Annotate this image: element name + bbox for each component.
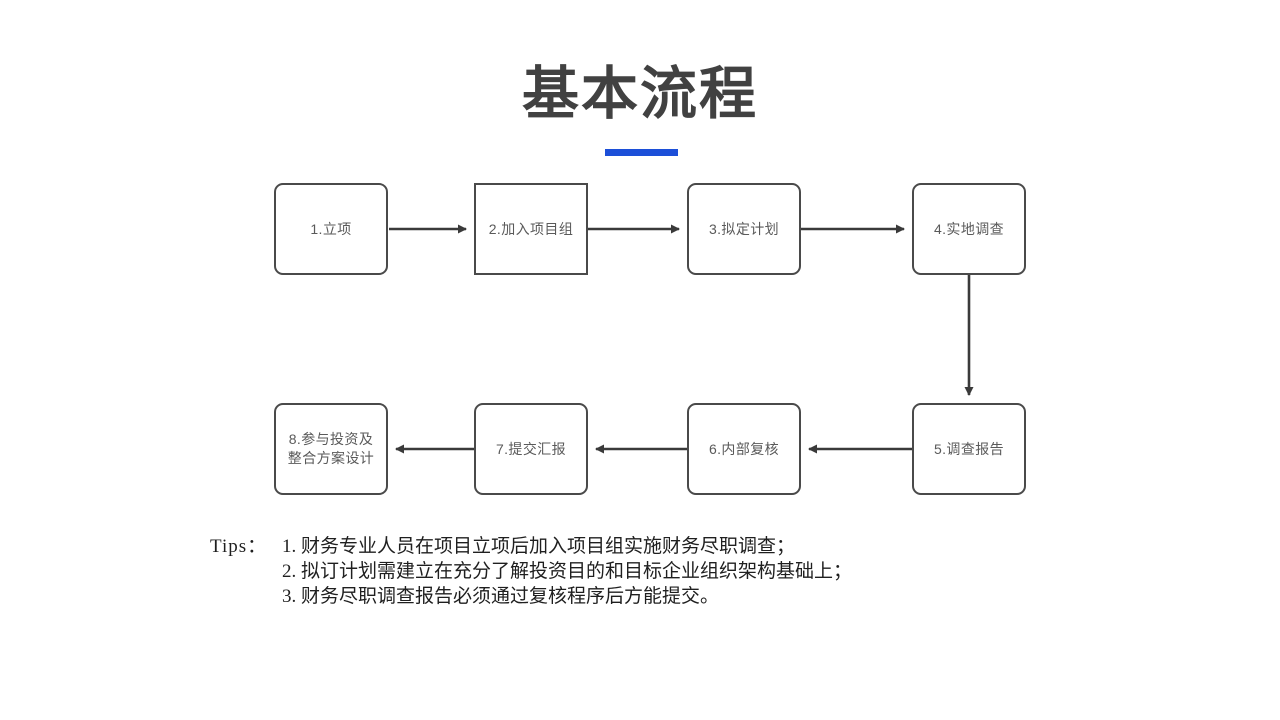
flow-node-label: 8.参与投资及整合方案设计 — [287, 431, 375, 466]
flow-node-step-5[interactable]: 5.调查报告 — [912, 403, 1026, 495]
flow-node-label: 7.提交汇报 — [495, 440, 567, 457]
flow-node-label: 5.调查报告 — [933, 440, 1005, 457]
tips-lead-label: Tips： — [210, 536, 268, 557]
page-title: 基本流程 — [522, 62, 758, 126]
flow-node-step-2[interactable]: 2.加入项目组 — [474, 183, 588, 275]
flow-node-step-1[interactable]: 1.立项 — [274, 183, 388, 275]
flow-node-step-7[interactable]: 7.提交汇报 — [474, 403, 588, 495]
flow-node-step-6[interactable]: 6.内部复核 — [687, 403, 801, 495]
tips-item-2: 2. 拟订计划需建立在充分了解投资目的和目标企业组织架构基础上； — [282, 561, 853, 582]
tips-line: Tips：2. 拟订计划需建立在充分了解投资目的和目标企业组织架构基础上； — [210, 559, 852, 584]
flow-node-label: 3.拟定计划 — [708, 220, 780, 237]
tips-item-1: 1. 财务专业人员在项目立项后加入项目组实施财务尽职调查； — [282, 536, 796, 557]
flow-node-label: 6.内部复核 — [708, 440, 780, 457]
title-accent-bar — [605, 149, 678, 156]
flow-node-label: 4.实地调查 — [933, 220, 1005, 237]
flow-node-step-8[interactable]: 8.参与投资及整合方案设计 — [274, 403, 388, 495]
tips-item-3: 3. 财务尽职调查报告必须通过复核程序后方能提交。 — [282, 586, 720, 607]
flow-node-step-4[interactable]: 4.实地调查 — [912, 183, 1026, 275]
tips-block: Tips： 1. 财务专业人员在项目立项后加入项目组实施财务尽职调查； Tips：… — [210, 534, 852, 609]
tips-line: Tips：3. 财务尽职调查报告必须通过复核程序后方能提交。 — [210, 584, 852, 609]
flow-node-step-3[interactable]: 3.拟定计划 — [687, 183, 801, 275]
tips-line: Tips： 1. 财务专业人员在项目立项后加入项目组实施财务尽职调查； — [210, 534, 852, 559]
flow-node-label: 1.立项 — [310, 220, 352, 237]
flow-node-label: 2.加入项目组 — [488, 220, 574, 237]
